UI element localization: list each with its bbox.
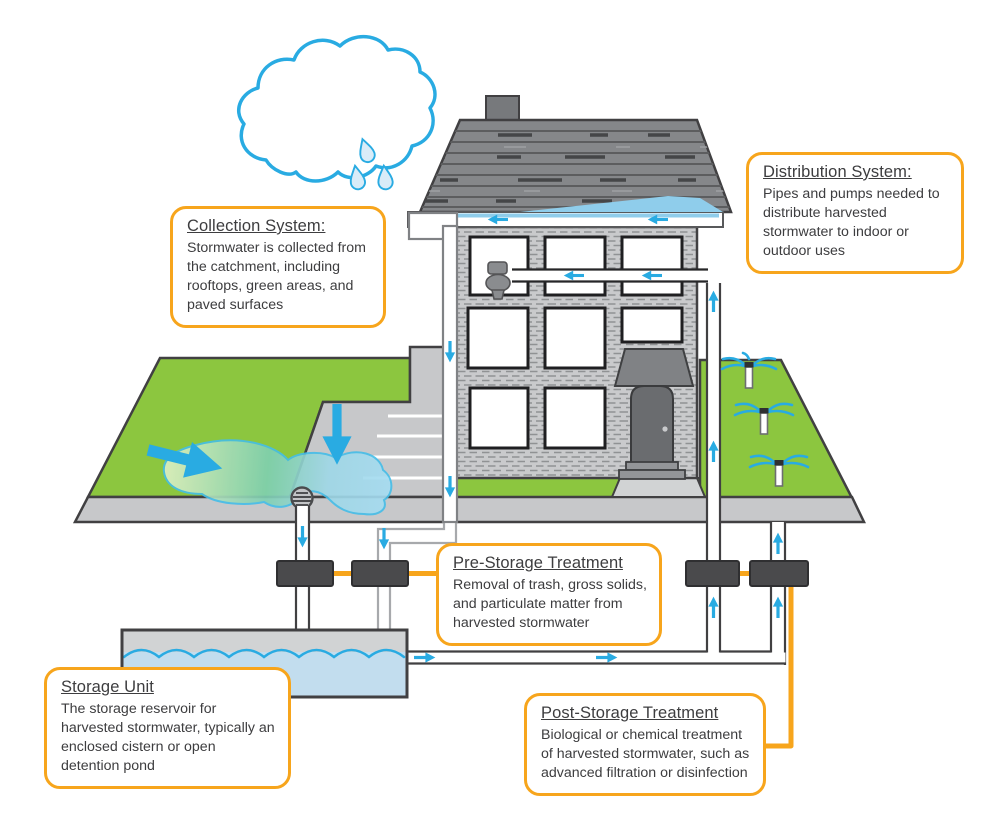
storage-unit-note: Storage Unit The storage reservoir for h… — [44, 667, 291, 789]
roof-water-sheet — [520, 196, 723, 212]
cloud-icon — [237, 35, 437, 183]
downspout — [407, 211, 459, 524]
post-storage-treatment-body: Biological or chemical treatment of harv… — [541, 727, 750, 781]
pre-storage-treatment-note: Pre-Storage Treatment Removal of trash, … — [436, 543, 662, 646]
collection-system-body: Stormwater is collected from the catchme… — [187, 240, 366, 313]
storage-unit-title: Storage Unit — [61, 678, 154, 696]
door — [630, 385, 674, 468]
note-leader-lines — [333, 571, 794, 749]
door-walkway — [610, 477, 707, 498]
distribution-system-title: Distribution System: — [763, 163, 912, 181]
treatment-unit-2 — [351, 560, 409, 587]
distribution-system-body: Pipes and pumps needed to distribute har… — [763, 186, 940, 259]
toilet-icon — [485, 261, 511, 300]
door-step-1 — [625, 461, 679, 471]
raindrop-icon — [349, 137, 394, 191]
treatment-unit-1 — [276, 560, 334, 587]
pipe-to-irrigation — [769, 522, 787, 665]
door-step-2 — [618, 469, 686, 480]
collection-system-note: Collection System: Stormwater is collect… — [170, 206, 386, 328]
drain-icon — [290, 486, 314, 510]
treatment-unit-3 — [685, 560, 740, 587]
distribution-system-note: Distribution System: Pipes and pumps nee… — [746, 152, 964, 274]
door-knob — [662, 426, 668, 432]
collection-system-title: Collection System: — [187, 217, 326, 235]
post-storage-treatment-note: Post-Storage Treatment Biological or che… — [524, 693, 766, 796]
tank-water-line — [122, 648, 406, 659]
treatment-unit-4 — [749, 560, 809, 587]
house — [407, 95, 733, 480]
windows — [466, 235, 684, 450]
pre-storage-treatment-title: Pre-Storage Treatment — [453, 554, 623, 572]
gutter-water — [457, 213, 719, 218]
indoor-pipe — [512, 268, 708, 283]
post-storage-treatment-title: Post-Storage Treatment — [541, 704, 719, 722]
sprinkler-icon — [720, 351, 810, 487]
door-awning — [613, 348, 695, 387]
storage-unit-body: The storage reservoir for harvested stor… — [61, 701, 275, 774]
curb — [72, 495, 866, 524]
pre-storage-treatment-body: Removal of trash, gross solids, and part… — [453, 577, 647, 631]
